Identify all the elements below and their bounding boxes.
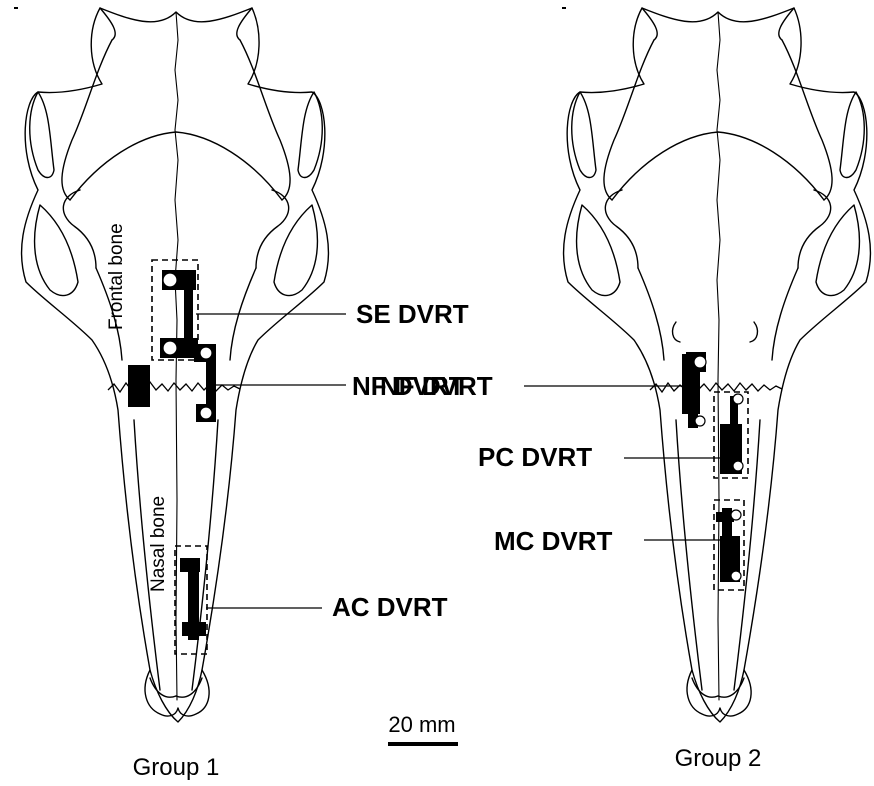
nasal-bone-label: Nasal bone — [148, 496, 169, 592]
mc-dvrt-label: MC DVRT — [494, 526, 613, 556]
nf-dvrt-group2-device — [682, 352, 706, 428]
se-dvrt-device — [152, 260, 198, 360]
group-2-foramen-right — [750, 322, 757, 342]
nf-dvrt-group2-label: NF DVRT — [380, 371, 493, 401]
frontal-bone-label: Frontal bone — [106, 223, 127, 330]
se-dvrt-label: SE DVRT — [356, 299, 469, 329]
pc-dvrt-label: PC DVRT — [478, 442, 592, 472]
ac-dvrt-label: AC DVRT — [332, 592, 448, 622]
group-2-label: Group 2 — [675, 745, 762, 772]
scale-bar-label: 20 mm — [388, 712, 455, 737]
group-2-skull — [564, 8, 871, 722]
group-1-label: Group 1 — [133, 754, 220, 781]
group-2-foramen-left — [673, 322, 680, 342]
